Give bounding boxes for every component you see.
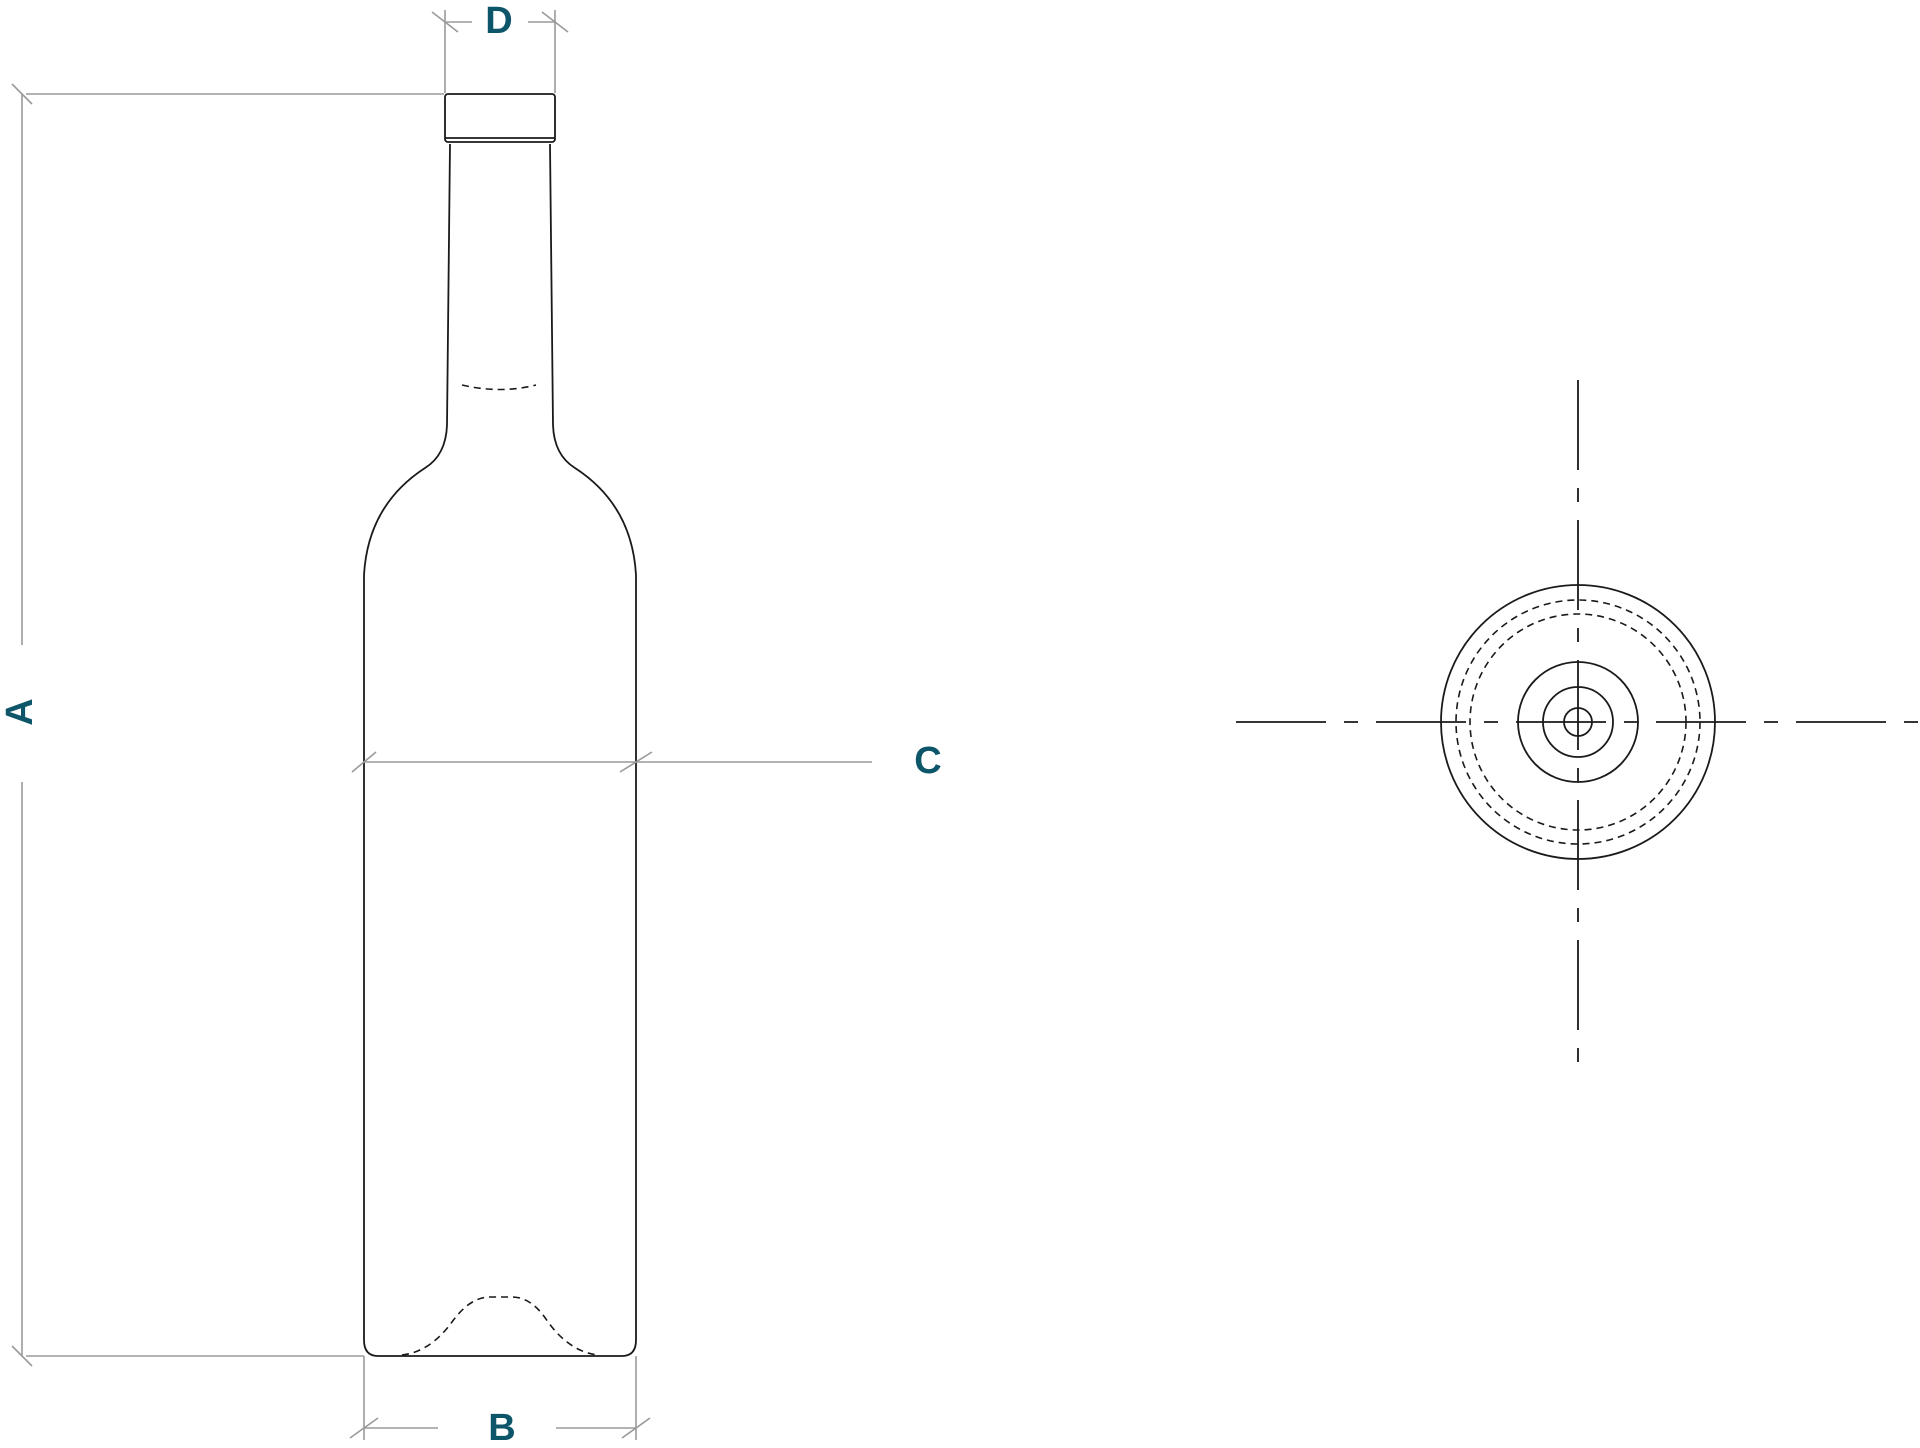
bottle-cap bbox=[444, 93, 556, 143]
dimension-c: C bbox=[351, 740, 942, 782]
center-circle bbox=[1563, 707, 1593, 737]
dimension-d-label: D bbox=[485, 0, 512, 42]
dashed-shoulder-circle bbox=[1455, 599, 1701, 845]
neck-inner-line bbox=[461, 384, 537, 391]
bore-circle bbox=[1542, 686, 1614, 758]
bottle-side-view bbox=[363, 93, 637, 1357]
dashed-punt-circle bbox=[1469, 613, 1687, 831]
outer-body-circle bbox=[1440, 584, 1716, 860]
dimension-a: A bbox=[0, 83, 444, 1367]
dimension-a-label: A bbox=[0, 698, 41, 725]
neck-circle bbox=[1517, 661, 1639, 783]
dimension-c-label: C bbox=[914, 740, 941, 782]
dimension-b: B bbox=[349, 1356, 651, 1448]
punt-line bbox=[401, 1296, 599, 1356]
dimension-b-label: B bbox=[488, 1407, 515, 1448]
dimension-d: D bbox=[431, 0, 569, 93]
bottle-outline bbox=[363, 143, 637, 1357]
bottle-top-view bbox=[1236, 380, 1918, 1062]
